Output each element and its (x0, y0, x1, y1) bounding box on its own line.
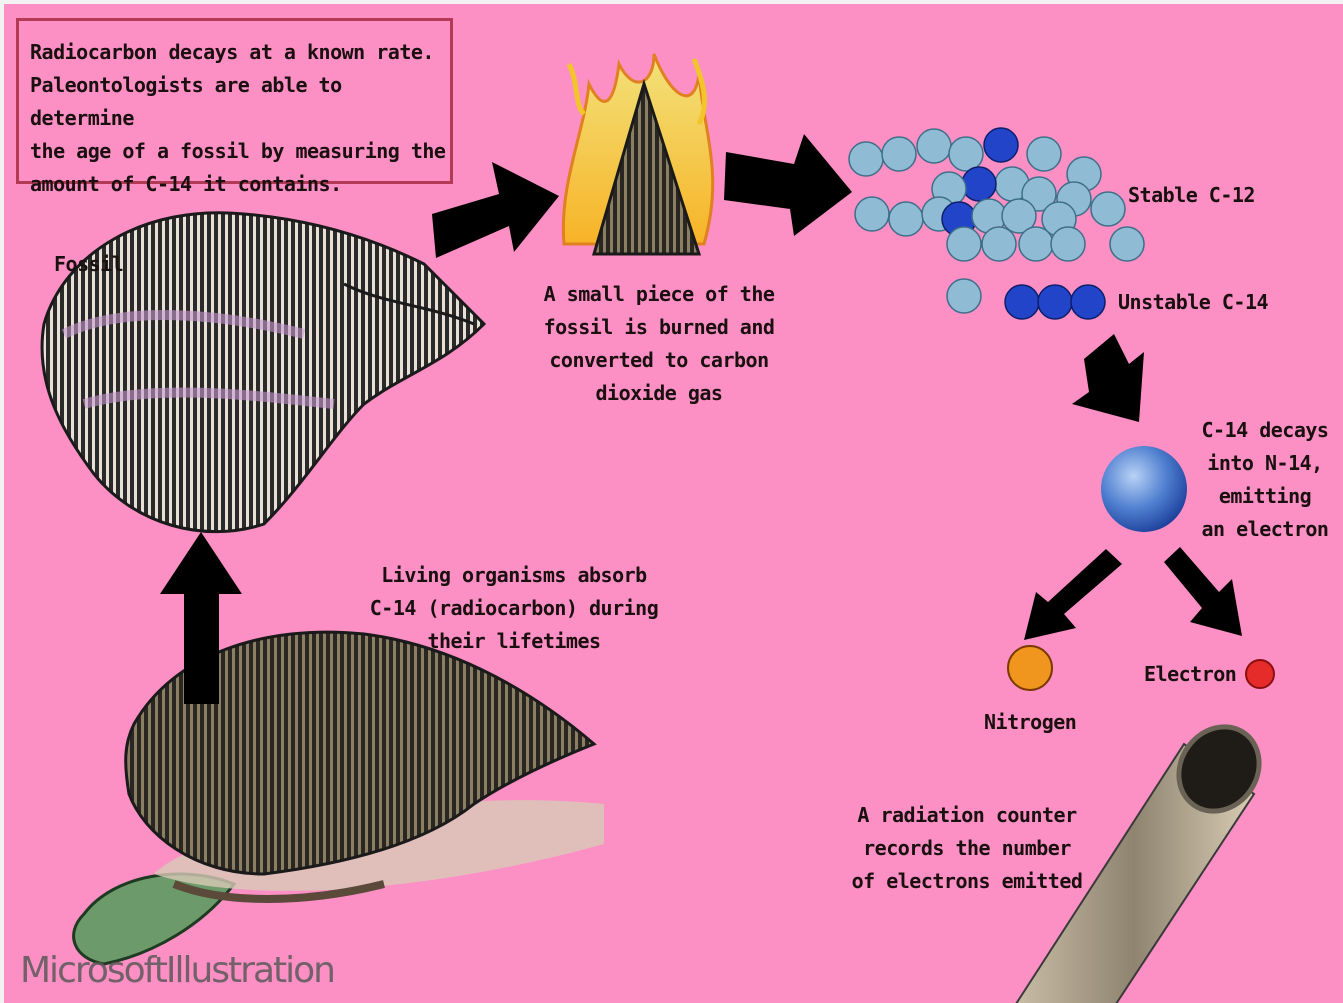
arrow-to-electron (1164, 547, 1242, 636)
c12-atom (855, 197, 889, 231)
unstable-c14-label: Unstable C-14 (1118, 286, 1268, 319)
c14-atom (1005, 285, 1039, 319)
c12-atom (849, 142, 883, 176)
c12-atom (949, 137, 983, 171)
c12-atom (1051, 227, 1085, 261)
c12-atom (947, 279, 981, 313)
c12-atom (947, 227, 981, 261)
stable-c12-label: Stable C-12 (1128, 179, 1255, 212)
arrow-to-nitrogen (1024, 549, 1122, 640)
arrow-to-decay (1072, 334, 1144, 422)
c12-atom (882, 137, 916, 171)
c14-atom (984, 128, 1018, 162)
counter-caption: A radiation counter records the number o… (842, 799, 1092, 898)
decay-caption: C-14 decays into N-14, emitting an elect… (1190, 414, 1340, 546)
living-caption: Living organisms absorb C-14 (radiocarbo… (349, 559, 679, 658)
arrow-burning-to-atoms (724, 134, 852, 236)
decaying-c14-atom (1101, 446, 1187, 532)
c12-atom (889, 202, 923, 236)
c14-atom (1038, 285, 1072, 319)
living-snail-illustration (74, 632, 604, 964)
nitrogen-atom (1008, 646, 1052, 690)
c14-atom (962, 167, 996, 201)
c14-atom (1071, 285, 1105, 319)
c12-atom (1091, 192, 1125, 226)
nitrogen-label: Nitrogen (984, 706, 1076, 739)
burning-fossil-illustration (563, 54, 712, 254)
c12-atom (917, 129, 951, 163)
intro-text: Radiocarbon decays at a known rate. Pale… (30, 36, 450, 201)
c12-atom (1019, 227, 1053, 261)
burned-caption: A small piece of the fossil is burned an… (534, 278, 784, 410)
c12-atom (982, 227, 1016, 261)
electron-label: Electron (1144, 658, 1236, 691)
fossil-label: Fossil (54, 248, 123, 281)
c12-atom (1027, 137, 1061, 171)
carbon-atom-cluster (849, 128, 1144, 319)
c12-atom (1110, 227, 1144, 261)
credit-watermark: MicrosoftIllustration (20, 950, 334, 991)
electron-particle (1246, 660, 1274, 688)
